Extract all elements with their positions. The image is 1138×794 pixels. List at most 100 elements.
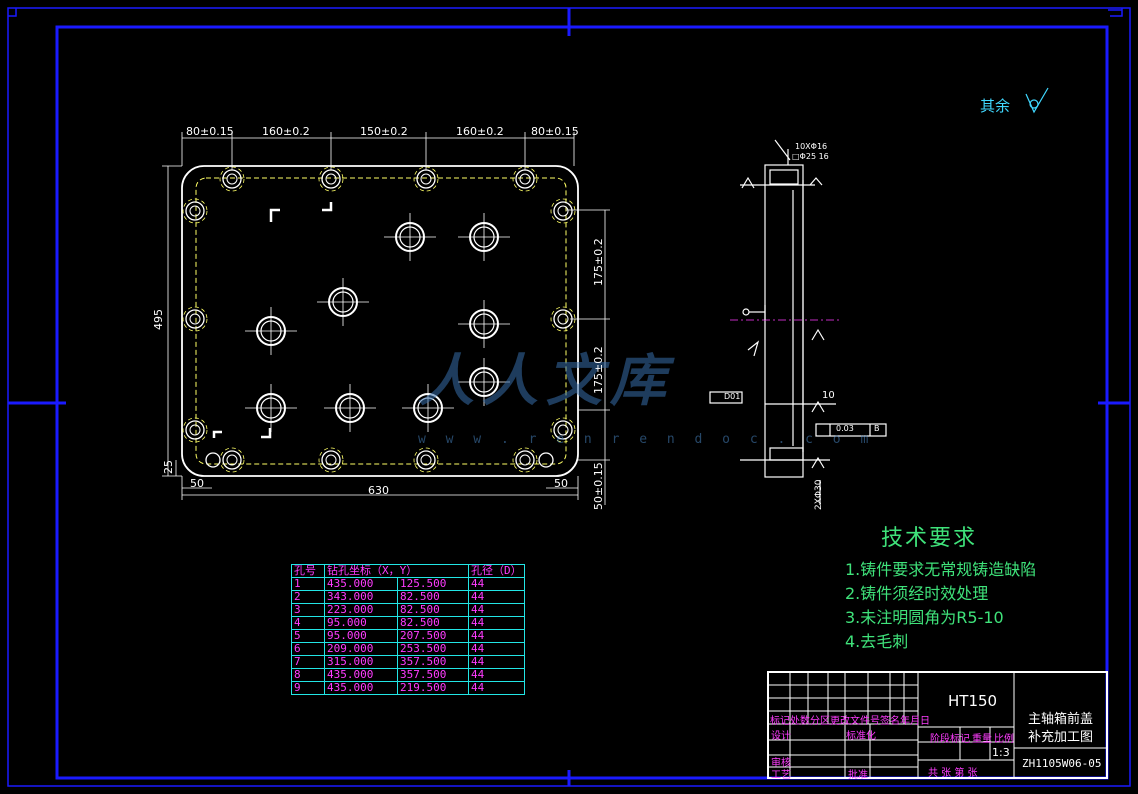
side-dim-top: 10XΦ16 (795, 142, 828, 151)
frame-box-label: D01 (724, 392, 741, 401)
table-cell: 315.000 (324, 655, 398, 669)
table-header-row: 孔号 钻孔坐标（X，Y） 孔径（D） (291, 564, 525, 578)
table-cell: 44 (468, 668, 525, 682)
bolt-hole (512, 447, 538, 473)
table-cell: 95.000 (324, 629, 398, 643)
bolt-hole (219, 447, 245, 473)
table-cell: 8 (291, 668, 325, 682)
bolt-hole (219, 166, 245, 192)
bolt-hole (205, 452, 221, 468)
tech-item-1: 1.铸件要求无常规铸造缺陷 (845, 560, 1037, 579)
tech-item-4: 4.去毛刺 (845, 632, 909, 651)
bolt-hole (538, 452, 554, 468)
flatness-value: 0.03 (836, 424, 854, 433)
table-cell: 44 (468, 681, 525, 695)
sheets-label: 共 张 第 张 (928, 768, 978, 779)
check-label: 审核 (771, 758, 791, 769)
bolt-holes (182, 166, 576, 473)
plan-view (181, 165, 579, 477)
table-cell: 44 (468, 629, 525, 643)
table-cell: 44 (468, 655, 525, 669)
scale-label: 比例 (994, 734, 1014, 745)
part-name-line1: 主轴箱前盖 (1028, 712, 1094, 727)
table-cell: 2 (291, 590, 325, 604)
header-diameter: 孔径（D） (468, 564, 525, 578)
drilled-hole (402, 384, 454, 432)
table-cell: 7 (291, 655, 325, 669)
standard-label: 标准化 (846, 731, 876, 742)
side-dim-top2: □Φ25 16 (792, 152, 829, 161)
drilled-hole (458, 213, 510, 261)
dim-height: 495 (152, 309, 165, 330)
dim-bottom-left: 50 (190, 477, 204, 490)
bolt-hole (413, 447, 439, 473)
dim-right-bottom: 50±0.15 (592, 462, 605, 510)
weight-label: 重量 (972, 734, 992, 745)
bolt-hole (182, 198, 208, 224)
table-cell: 125.500 (397, 577, 469, 591)
process-label: 工艺 (771, 770, 791, 781)
table-cell: 223.000 (324, 603, 398, 617)
header-hole-no: 孔号 (291, 564, 325, 578)
table-cell: 44 (468, 603, 525, 617)
roughness-symbol (1025, 87, 1049, 114)
table-cell: 44 (468, 590, 525, 604)
approve-label: 批准 (848, 770, 868, 781)
material: HT150 (948, 692, 998, 710)
table-cell: 343.000 (324, 590, 398, 604)
table-cell: 82.500 (397, 616, 469, 630)
flatness-ref: B (874, 424, 880, 433)
bolt-hole (182, 417, 208, 443)
bolt-hole (413, 166, 439, 192)
bolt-hole (550, 417, 576, 443)
table-cell: 4 (291, 616, 325, 630)
drilled-hole (324, 384, 376, 432)
table-cell: 253.500 (397, 642, 469, 656)
table-cell: 207.500 (397, 629, 469, 643)
dim-bottom-total: 630 (368, 484, 389, 497)
table-cell: 44 (468, 642, 525, 656)
table-cell: 44 (468, 616, 525, 630)
bolt-hole (182, 306, 208, 332)
table-cell: 82.500 (397, 603, 469, 617)
dimension-lines (162, 132, 610, 505)
dim-top-5: 80±0.15 (531, 125, 579, 138)
table-cell: 435.000 (324, 577, 398, 591)
inner-dashed-outline (195, 177, 567, 465)
dim-top-2: 160±0.2 (262, 125, 310, 138)
corner-marks (8, 8, 1123, 17)
table-cell: 209.000 (324, 642, 398, 656)
header-coords: 钻孔坐标（X，Y） (324, 564, 469, 578)
dim-bottom-right: 50 (554, 477, 568, 490)
side-section-view (709, 139, 887, 505)
title-block (767, 671, 1108, 779)
dim-top-1: 80±0.15 (186, 125, 234, 138)
table-cell: 44 (468, 577, 525, 591)
drawing-code: ZH1105W06-05 (1022, 757, 1102, 770)
tech-item-2: 2.铸件须经时效处理 (845, 584, 989, 603)
table-cell: 219.500 (397, 681, 469, 695)
drilled-hole (384, 213, 436, 261)
surface-note: 其余 (980, 97, 1011, 115)
table-cell: 435.000 (324, 681, 398, 695)
dim-right-lower: 175±0.2 (592, 346, 605, 394)
stage-label: 阶段标记 (930, 734, 970, 745)
table-cell: 82.500 (397, 590, 469, 604)
tech-title: 技术要求 (881, 526, 978, 551)
table-cell: 357.500 (397, 668, 469, 682)
watermark-text: 人人文库 (418, 349, 674, 414)
drilled-hole (245, 384, 297, 432)
section-markers (212, 202, 333, 439)
revision-row: 标记处数分区更改文件号签名年月日 (770, 716, 930, 727)
table-cell: 9 (291, 681, 325, 695)
centering-marks (8, 8, 1130, 786)
table-cell: 1 (291, 577, 325, 591)
